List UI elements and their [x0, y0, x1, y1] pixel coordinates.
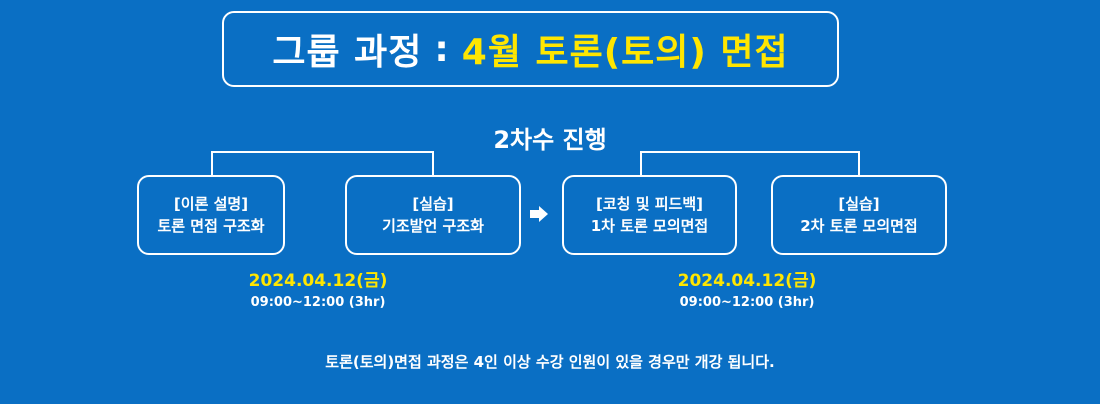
card-practice-opening-tag: [실습]	[412, 195, 454, 213]
card-practice-mock-desc: 2차 토론 모의면접	[800, 217, 918, 235]
right-arrow-icon	[530, 206, 548, 222]
bracket-right-drop-2	[858, 151, 860, 175]
card-coaching: [코칭 및 피드백] 1차 토론 모의면접	[562, 175, 737, 255]
bracket-left-horizontal	[211, 151, 434, 153]
schedule-time-1: 09:00~12:00 (3hr)	[250, 295, 386, 310]
card-theory-tag: [이론 설명]	[173, 195, 249, 213]
title-highlight: 4월 토론(토의) 면접	[461, 32, 789, 73]
enrollment-note: 토론(토의)면접 과정은 4인 이상 수강 인원이 있을 경우만 개강 됩니다.	[325, 353, 775, 371]
title-prefix: 그룹 과정	[272, 32, 423, 73]
card-theory: [이론 설명] 토론 면접 구조화	[137, 175, 285, 255]
page-title-box: 그룹 과정 : 4월 토론(토의) 면접	[222, 11, 839, 87]
card-coaching-tag: [코칭 및 피드백]	[596, 195, 703, 213]
title-separator: :	[434, 28, 450, 70]
card-theory-desc: 토론 면접 구조화	[157, 217, 265, 235]
bracket-left-drop-1	[211, 151, 213, 175]
card-coaching-desc: 1차 토론 모의면접	[590, 217, 709, 235]
bracket-left-drop-2	[432, 151, 434, 175]
session-label: 2차수 진행	[493, 126, 607, 154]
card-practice-mock-tag: [실습]	[838, 195, 880, 213]
schedule-time-2: 09:00~12:00 (3hr)	[679, 295, 815, 310]
card-practice-opening-desc: 기조발언 구조화	[382, 217, 484, 235]
bracket-right-drop-1	[640, 151, 642, 175]
schedule-date-1: 2024.04.12(금)	[248, 271, 388, 291]
schedule-date-2: 2024.04.12(금)	[677, 271, 817, 291]
card-practice-opening: [실습] 기조발언 구조화	[345, 175, 521, 255]
bracket-right-horizontal	[640, 151, 860, 153]
card-practice-mock: [실습] 2차 토론 모의면접	[771, 175, 947, 255]
